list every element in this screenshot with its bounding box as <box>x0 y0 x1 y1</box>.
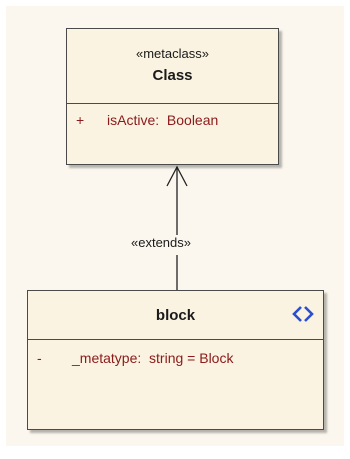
extends-label: «extends» <box>131 235 191 250</box>
attribute-visibility: - <box>37 350 42 366</box>
attribute-text: isActive: Boolean <box>107 112 219 128</box>
metaclass-header: «metaclass» Class <box>67 29 278 104</box>
open-arrowhead-icon <box>166 165 188 187</box>
block-header: block <box>28 291 323 340</box>
metaclass-element[interactable]: «metaclass» Class + isActive: Boolean <box>66 28 279 165</box>
metaclass-name: Class <box>152 67 193 84</box>
block-stereotype-icon <box>292 306 314 322</box>
attribute-row[interactable]: - _metatype: string = Block <box>28 350 323 374</box>
block-element[interactable]: block - _metatype: string = Block <box>27 290 324 430</box>
attribute-row[interactable]: + isActive: Boolean <box>67 112 278 136</box>
block-name: block <box>155 307 196 324</box>
attribute-visibility: + <box>76 112 85 128</box>
attribute-text: _metatype: string = Block <box>72 350 234 366</box>
metaclass-stereotype: «metaclass» <box>136 46 209 61</box>
